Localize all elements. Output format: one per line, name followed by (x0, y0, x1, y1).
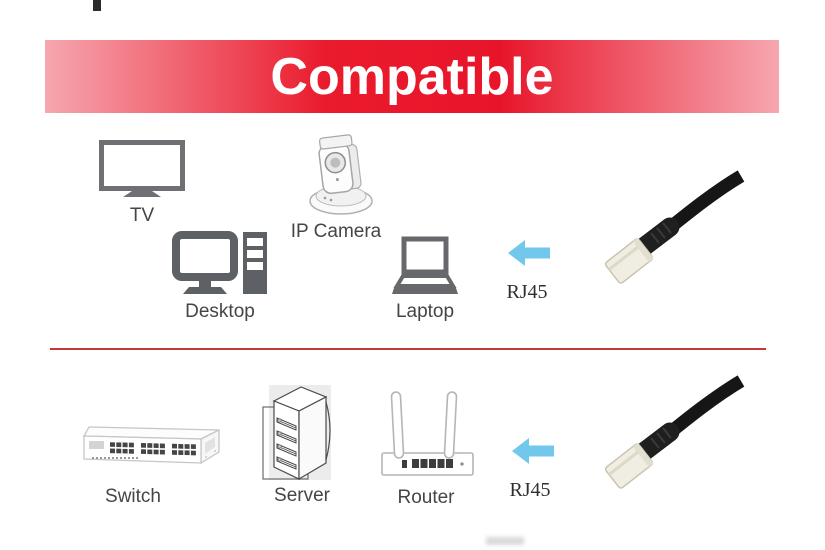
crop-artifact-bottom (486, 537, 524, 545)
ip-camera-icon (303, 134, 383, 221)
laptop-label: Laptop (395, 301, 455, 322)
tv-label: TV (129, 205, 155, 226)
left-arrow-icon (512, 437, 554, 470)
rj45-label-bottom: RJ45 (509, 479, 551, 501)
left-arrow-icon (508, 239, 550, 272)
desktop-label: Desktop (185, 301, 255, 322)
server-label: Server (274, 485, 330, 506)
router-icon (380, 390, 476, 490)
ip-camera-label: IP Camera (290, 221, 382, 242)
desktop-icon (172, 231, 268, 300)
banner: Compatible (45, 40, 779, 113)
tv-icon (98, 139, 186, 206)
ethernet-cable-icon (602, 375, 747, 495)
rj45-label-top: RJ45 (506, 281, 548, 303)
router-label: Router (397, 487, 455, 508)
ethernet-cable-icon (602, 170, 747, 290)
switch-icon (72, 413, 238, 480)
banner-title: Compatible (270, 47, 554, 106)
crop-artifact-top (93, 0, 101, 11)
switch-model-fineprint (92, 457, 138, 459)
switch-label: Switch (105, 486, 161, 507)
laptop-icon (391, 236, 459, 301)
server-icon (260, 380, 340, 491)
section-divider (50, 348, 766, 350)
